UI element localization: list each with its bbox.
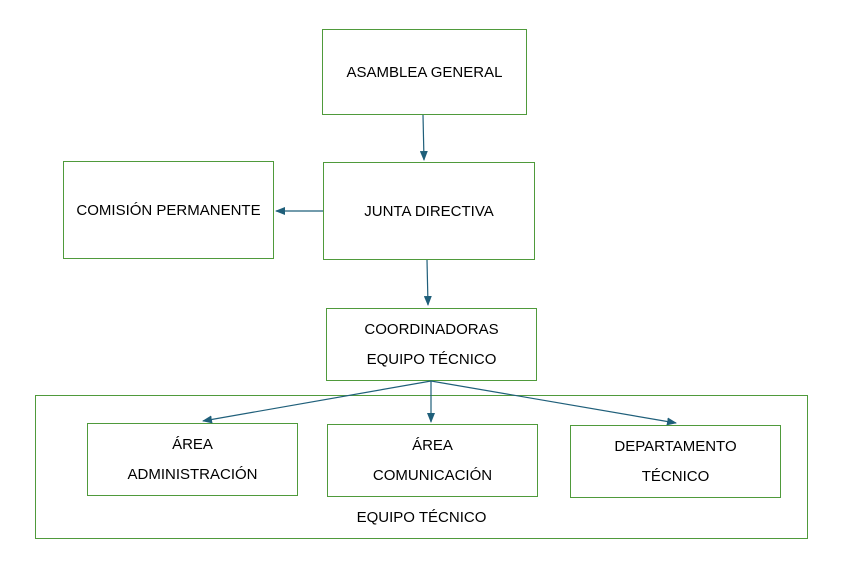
asamblea-general-box: ASAMBLEA GENERAL	[322, 29, 527, 115]
area-administracion-box: ÁREA ADMINISTRACIÓN	[87, 423, 298, 496]
junta-directiva-label: JUNTA DIRECTIVA	[364, 202, 494, 220]
coordinadoras-label: COORDINADORAS	[364, 321, 499, 339]
area-administracion-sublabel: ADMINISTRACIÓN	[127, 465, 258, 483]
departamento-tecnico-box: DEPARTAMENTO TÉCNICO	[570, 425, 781, 498]
area-administracion-label: ÁREA	[172, 436, 213, 454]
junta-directiva-box: JUNTA DIRECTIVA	[323, 162, 535, 260]
area-comunicacion-sublabel: COMUNICACIÓN	[372, 466, 493, 484]
arrow-junta-to-coordinadoras	[423, 259, 432, 306]
comision-permanente-box: COMISIÓN PERMANENTE	[63, 161, 274, 259]
coordinadoras-box: COORDINADORAS EQUIPO TÉCNICO	[326, 308, 537, 381]
area-comunicacion-box: ÁREA COMUNICACIÓN	[327, 424, 538, 497]
asamblea-general-label: ASAMBLEA GENERAL	[346, 63, 503, 81]
coordinadoras-sublabel: EQUIPO TÉCNICO	[366, 350, 497, 368]
arrow-coord-to-administracion	[202, 380, 432, 424]
departamento-tecnico-label: DEPARTAMENTO	[614, 438, 737, 456]
comision-permanente-label: COMISIÓN PERMANENTE	[76, 201, 261, 219]
departamento-tecnico-sublabel: TÉCNICO	[641, 467, 710, 485]
arrow-coord-to-departamento	[430, 380, 677, 426]
area-comunicacion-label: ÁREA	[412, 437, 453, 455]
arrow-asamblea-to-junta	[419, 114, 428, 161]
equipo-tecnico-group-label: EQUIPO TÉCNICO	[356, 509, 487, 526]
